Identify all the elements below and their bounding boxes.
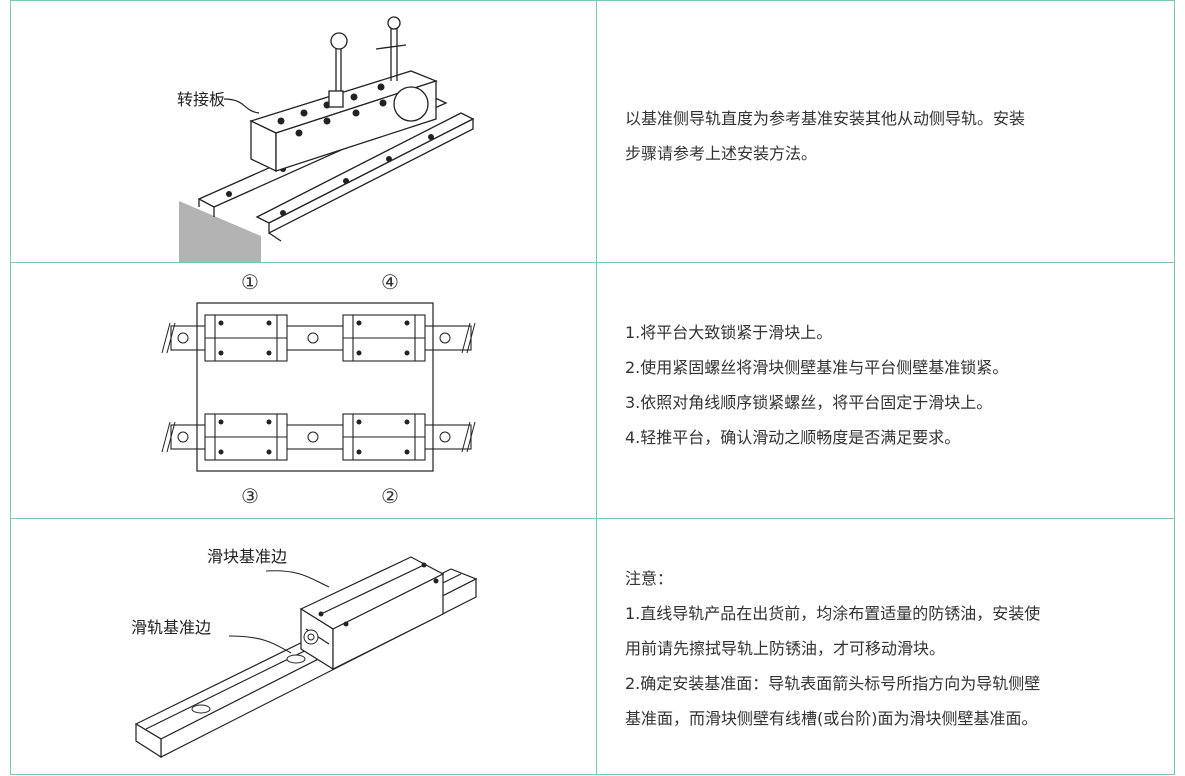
table-row: 滑块基准边 滑轨基准边 注意： 1.直线导轨产品在出货前，均涂布置适量的防锈油，… <box>10 518 1175 775</box>
instruction-line: 1.将平台大致锁紧于滑块上。 <box>625 323 833 342</box>
adapter-plate-leader-line <box>223 98 260 114</box>
instruction-text: 以基准侧导轨直度为参考基准安装其他从动侧导轨。安装 步骤请参考上述安装方法。 <box>625 101 1025 171</box>
instruction-line: 用前请先擦拭导轨上防锈油，才可移动滑块。 <box>625 639 946 658</box>
rail-reference-edge-label: 滑轨基准边 <box>131 618 211 637</box>
rail-edge-leader-line <box>228 635 292 654</box>
sequence-number-1: ① <box>241 270 259 294</box>
notice-heading: 注意： <box>625 569 674 588</box>
sequence-number-3: ③ <box>241 484 259 508</box>
figure-cell-reference-edges: 滑块基准边 滑轨基准边 <box>11 519 597 774</box>
instruction-line: 2.使用紧固螺丝将滑块侧壁基准与平台侧壁基准锁紧。 <box>625 358 1009 377</box>
block-reference-edge-label: 滑块基准边 <box>207 547 287 566</box>
table-row: 转接板 以基准侧导轨直度为参考基准安装其他从动侧导轨。安装 步骤请参考上述安装方… <box>10 0 1175 263</box>
instruction-line: 3.依照对角线顺序锁紧螺丝，将平台固定于滑块上。 <box>625 393 993 412</box>
instruction-line: 步骤请参考上述安装方法。 <box>625 144 818 163</box>
instruction-line: 2.确定安装基准面：导轨表面箭头标号所指方向为导轨侧壁 <box>625 674 1041 693</box>
instruction-cell: 1.将平台大致锁紧于滑块上。 2.使用紧固螺丝将滑块侧壁基准与平台侧壁基准锁紧。… <box>597 263 1174 518</box>
instruction-line: 4.轻推平台，确认滑动之顺畅度是否满足要求。 <box>625 428 961 447</box>
block-edge-leader-line <box>265 570 330 588</box>
instruction-text: 注意： 1.直线导轨产品在出货前，均涂布置适量的防锈油，安装使 用前请先擦拭导轨… <box>625 561 1040 736</box>
adapter-plate-illustration: 转接板 <box>177 16 475 263</box>
figure-cell-tightening-sequence: ① ④ ③ ② <box>11 263 597 518</box>
sequence-number-2: ② <box>381 484 399 508</box>
instruction-line: 以基准侧导轨直度为参考基准安装其他从动侧导轨。安装 <box>625 109 1026 128</box>
table-row: ① ④ ③ ② 1.将平台大致锁紧于滑块上。 2.使用紧固螺丝将滑块侧壁基准与平… <box>10 262 1175 518</box>
instruction-cell: 注意： 1.直线导轨产品在出货前，均涂布置适量的防锈油，安装使 用前请先擦拭导轨… <box>597 519 1174 774</box>
figure-cell-adapter-plate: 转接板 <box>11 1 597 263</box>
mounting-base-shape <box>179 201 261 263</box>
sequence-number-4: ④ <box>381 270 399 294</box>
guide-rail-block-illustration: 滑块基准边 滑轨基准边 <box>131 547 478 759</box>
instruction-cell: 以基准侧导轨直度为参考基准安装其他从动侧导轨。安装 步骤请参考上述安装方法。 <box>597 1 1174 262</box>
adapter-plate-label: 转接板 <box>177 90 225 109</box>
instruction-line: 1.直线导轨产品在出货前，均涂布置适量的防锈油，安装使 <box>625 604 1041 623</box>
instruction-text: 1.将平台大致锁紧于滑块上。 2.使用紧固螺丝将滑块侧壁基准与平台侧壁基准锁紧。… <box>625 315 1008 455</box>
instruction-line: 基准面，而滑块侧壁有线槽(或台阶)面为滑块侧壁基准面。 <box>625 709 1038 728</box>
tightening-sequence-diagram: ① ④ ③ ② <box>161 270 476 508</box>
